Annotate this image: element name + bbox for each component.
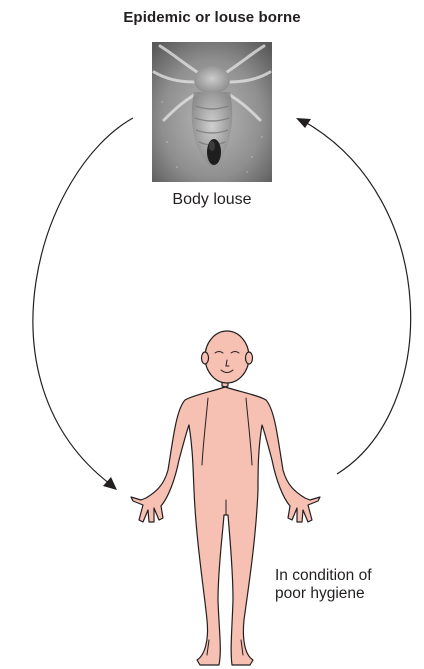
human-head [205,331,249,383]
hygiene-label: In condition of poor hygiene [275,567,415,603]
hygiene-label-line2: poor hygiene [275,585,415,603]
hygiene-label-line1: In condition of [275,567,415,585]
human-body [131,378,320,665]
